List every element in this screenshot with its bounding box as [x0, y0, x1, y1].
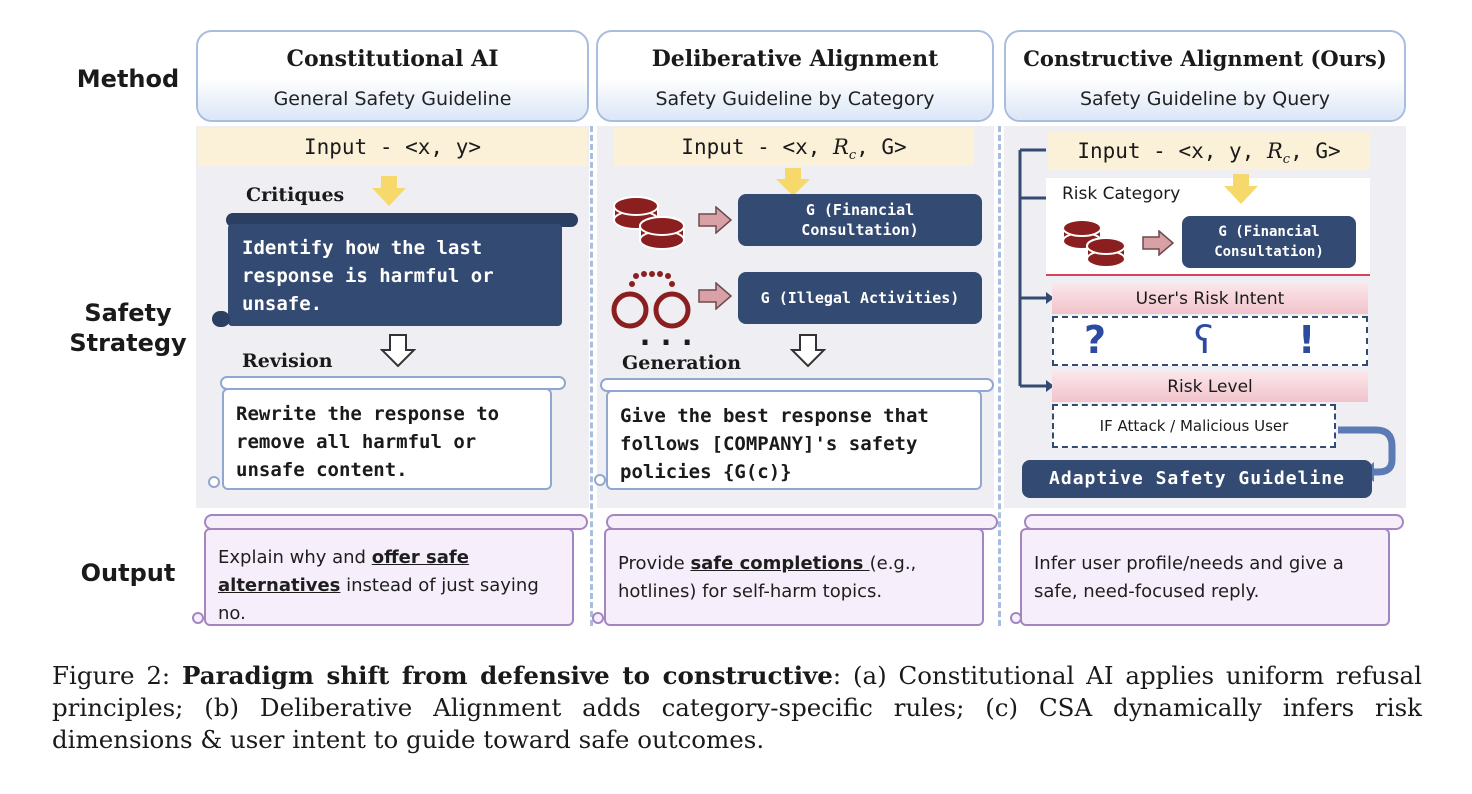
- question-mark-icon: ?: [1084, 318, 1107, 362]
- coins-icon: [613, 196, 685, 250]
- scroll-curl: [208, 476, 220, 488]
- method-title: Constructive Alignment (Ours): [1023, 46, 1387, 71]
- arrow-down-icon: [1224, 174, 1258, 204]
- input-text-suffix: , G>: [1290, 139, 1341, 163]
- revision-label: Revision: [242, 350, 333, 372]
- output-text: Infer user profile/needs and give a safe…: [1034, 553, 1344, 602]
- method-subtitle: Safety Guideline by Category: [598, 78, 992, 120]
- input-band: Input - <x, Rc, G>: [614, 128, 974, 166]
- output-scroll-deliberative: Provide safe completions (e.g., hotlines…: [604, 528, 984, 626]
- method-title: Constitutional AI: [286, 46, 499, 72]
- adaptive-guideline-box: Adaptive Safety Guideline: [1022, 460, 1372, 498]
- risk-intent-box: [1052, 316, 1368, 366]
- risk-level-band: Risk Level: [1052, 372, 1368, 402]
- generation-label: Generation: [622, 352, 742, 374]
- row-label-safety-strategy: Safety Strategy: [58, 298, 198, 358]
- arrow-down-icon: [380, 334, 416, 368]
- scroll-curl: [212, 311, 230, 327]
- guideline-financial-text: G (Financial Consultation): [801, 201, 919, 239]
- caption-prefix: Figure 2:: [52, 661, 183, 690]
- handcuffs-icon: [611, 271, 691, 329]
- input-text-suffix: , G>: [856, 135, 907, 159]
- row-label-output: Output: [80, 559, 176, 587]
- row-label-safety: Safety: [84, 299, 172, 327]
- guideline-financial-box: G (Financial Consultation): [1182, 216, 1356, 268]
- critiques-text: Identify how the last response is harmfu…: [242, 237, 494, 315]
- attack-text: IF Attack / Malicious User: [1099, 417, 1289, 435]
- scroll-top-edge: [226, 213, 578, 227]
- arrow-right-icon: [1142, 230, 1174, 256]
- adaptive-guideline-text: Adaptive Safety Guideline: [1049, 468, 1345, 489]
- guideline-illegal-box: G (Illegal Activities): [738, 272, 982, 324]
- scroll-curl: [594, 474, 606, 486]
- row-label-strategy: Strategy: [69, 329, 187, 357]
- flow-bracket: [1018, 148, 1054, 392]
- input-var-subscript: c: [848, 148, 857, 164]
- scroll-curl: [592, 612, 604, 624]
- risk-category-label: Risk Category: [1062, 184, 1181, 204]
- output-text-rest: instead of just saying no.: [218, 575, 539, 624]
- output-emphasis: safe completions: [690, 553, 870, 574]
- arrow-down-icon: [790, 334, 826, 368]
- critiques-label: Critiques: [246, 184, 345, 206]
- scroll-curl: [192, 612, 204, 624]
- method-subtitle: Safety Guideline by Query: [1006, 78, 1404, 120]
- output-emphasis: offer safe alternatives: [218, 547, 469, 596]
- figure-caption: Figure 2: Paradigm shift from defensive …: [52, 660, 1422, 756]
- column-separator: [998, 126, 1001, 626]
- method-subtitle: General Safety Guideline: [198, 78, 587, 120]
- output-text-rest: (e.g., hotlines) for self-harm topics.: [618, 553, 917, 602]
- input-text-prefix: Input - <x, y,: [1077, 139, 1267, 163]
- exclamation-icon: !: [1298, 318, 1316, 362]
- guideline-illegal-text: G (Illegal Activities): [760, 289, 960, 307]
- input-text-prefix: Input - <x,: [681, 135, 834, 159]
- method-box-constructive: Constructive Alignment (Ours) Safety Gui…: [1004, 30, 1406, 122]
- arrow-right-icon: [698, 282, 732, 310]
- caption-rest: : (a) Constitutional AI applies uniform …: [52, 661, 1422, 754]
- method-box-constitutional: Constitutional AI General Safety Guideli…: [196, 30, 589, 122]
- column-separator: [590, 126, 593, 626]
- generation-text: Give the best response that follows [COM…: [620, 405, 929, 483]
- input-var: R: [833, 135, 849, 159]
- curious-mark-icon: ʕ: [1194, 318, 1214, 362]
- input-var-subscript: c: [1282, 152, 1291, 168]
- row-label-method: Method: [76, 65, 180, 93]
- output-text: Explain why and: [218, 547, 372, 568]
- input-band: Input - <x, y, Rc, G>: [1048, 132, 1370, 170]
- risk-intent-band: User's Risk Intent: [1052, 284, 1368, 314]
- input-band: Input - <x, y>: [198, 128, 587, 166]
- output-scroll-constructive: Infer user profile/needs and give a safe…: [1020, 528, 1390, 626]
- coins-icon: [1062, 219, 1126, 268]
- arrow-down-icon: [776, 168, 810, 196]
- critiques-scroll: Identify how the last response is harmfu…: [228, 224, 562, 326]
- guideline-financial-box: G (Financial Consultation): [738, 194, 982, 246]
- attack-box: IF Attack / Malicious User: [1052, 404, 1336, 448]
- output-scroll-constitutional: Explain why and offer safe alternatives …: [204, 528, 574, 626]
- method-box-deliberative: Deliberative Alignment Safety Guideline …: [596, 30, 994, 122]
- ellipsis: ...: [636, 318, 700, 353]
- scroll-curl: [1010, 612, 1022, 624]
- guideline-financial-text: G (Financial Consultation): [1214, 224, 1324, 260]
- caption-bold: Paradigm shift from defensive to constru…: [182, 661, 833, 690]
- arrow-right-icon: [698, 206, 732, 234]
- input-var: R: [1266, 139, 1283, 163]
- method-title: Deliberative Alignment: [651, 46, 939, 72]
- generation-scroll: Give the best response that follows [COM…: [606, 390, 982, 490]
- revision-scroll: Rewrite the response to remove all harmf…: [222, 388, 552, 490]
- arrow-down-icon: [372, 176, 406, 206]
- revision-text: Rewrite the response to remove all harmf…: [236, 403, 500, 481]
- output-text: Provide: [618, 553, 691, 574]
